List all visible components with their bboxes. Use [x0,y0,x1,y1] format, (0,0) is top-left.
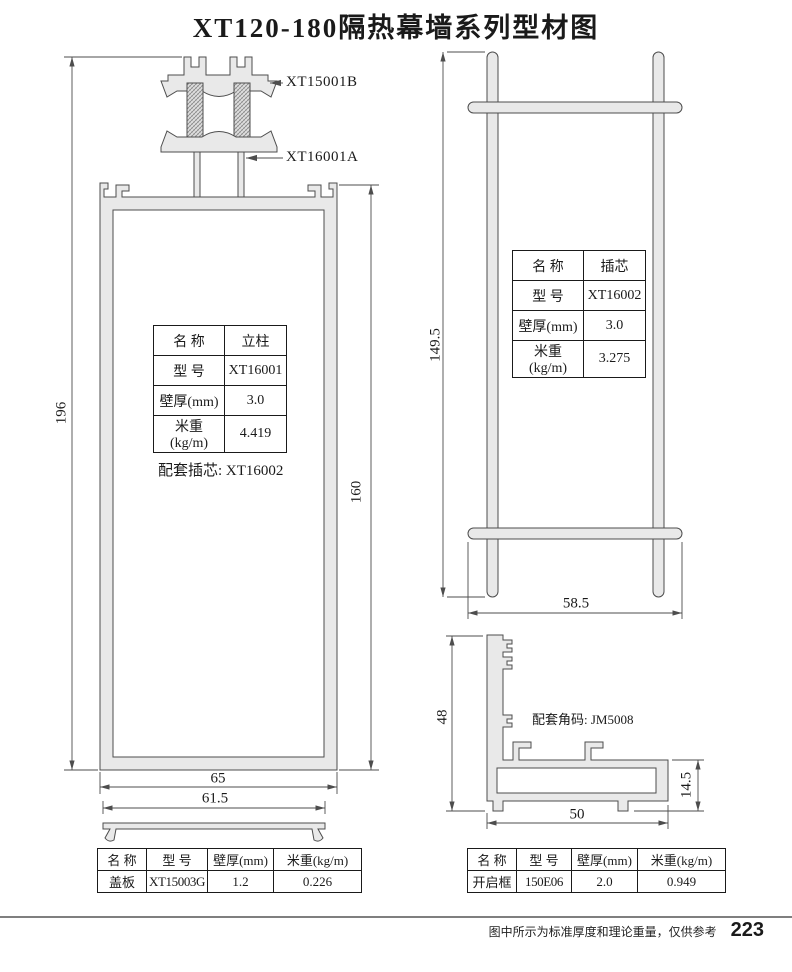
spec-label: 型 号 [512,280,584,311]
table-header-row: 名 称 型 号 壁厚(mm) 米重(kg/m) [467,848,726,871]
table-header-row: 名 称 型 号 壁厚(mm) 米重(kg/m) [97,848,363,871]
opening-frame-spec-table: 名 称 型 号 壁厚(mm) 米重(kg/m) 开启框 150E06 2.0 0… [467,848,726,893]
cover-plate-spec-table: 名 称 型 号 壁厚(mm) 米重(kg/m) 盖板 XT15003G 1.2 … [97,848,363,893]
spec-value: 立柱 [224,325,287,356]
spec-label: 名 称 [512,250,584,281]
spec-value: 3.0 [224,385,287,416]
col-header-model: 型 号 [516,848,572,871]
note-matching-corner-code: 配套角码: JM5008 [532,712,634,727]
col-header-thickness: 壁厚(mm) [571,848,638,871]
spec-value: 4.419 [224,415,287,453]
spec-label: 米重(kg/m) [153,415,225,453]
spec-value: 3.0 [583,310,646,341]
callout-label-cap: XT15001B [286,74,358,90]
col-header-name: 名 称 [467,848,517,871]
dim-label-48: 48 [434,709,451,725]
page-number: 223 [730,919,764,941]
table-row: 米重(kg/m) 4.419 [153,415,287,453]
mullion-profile-shape [99,56,338,842]
dim-label-196: 196 [53,401,70,425]
spec-value: 3.275 [583,340,646,378]
footer: 图中所示为标准厚度和理论重量，仅供参考 223 [489,919,764,942]
cell-weight: 0.949 [637,870,726,893]
col-header-name: 名 称 [97,848,147,871]
neck-wall-right [237,151,245,198]
table-row: 型 号 XT16001 [153,355,287,386]
spec-label: 壁厚(mm) [512,310,584,341]
cell-name: 开启框 [467,870,517,893]
table-row: 壁厚(mm) 3.0 [512,310,646,341]
cell-model: 150E06 [516,870,572,893]
opening-frame-cavity [496,767,657,794]
dim-label-149-5: 149.5 [427,328,444,362]
cell-model: XT15003G [145,870,209,893]
neck-wall-left [193,151,201,198]
spec-label: 米重(kg/m) [512,340,584,378]
thermal-strip-left [186,82,204,144]
insert-profile-shape [467,51,683,598]
cover-plate-path [102,822,326,842]
table-row: 盖板 XT15003G 1.2 0.226 [97,870,363,893]
dim-label-61-5: 61.5 [201,790,229,807]
table-row: 开启框 150E06 2.0 0.949 [467,870,726,893]
callout-label-body: XT16001A [286,149,359,165]
spec-label: 型 号 [153,355,225,386]
dim-label-160: 160 [348,480,365,504]
page-title: XT120-180隔热幕墙系列型材图 [192,13,600,43]
opening-frame-path [486,634,669,812]
cap-profile-path [160,56,278,98]
col-header-weight: 米重(kg/m) [637,848,726,871]
dim-label-14-5: 14.5 [678,771,695,799]
receiver-path [160,130,278,153]
opening-frame-profile-shape [486,634,669,812]
note-matching-insert: 配套插芯: XT16002 [158,463,284,479]
spec-label: 壁厚(mm) [153,385,225,416]
insert-spec-table: 名 称 插芯 型 号 XT16002 壁厚(mm) 3.0 米重(kg/m) 3… [512,250,646,378]
thermal-strip-right [233,82,251,144]
table-row: 壁厚(mm) 3.0 [153,385,287,416]
dim-label-58-5: 58.5 [562,595,590,612]
dimension-linework [64,51,704,829]
callout-leaders [246,79,283,162]
dim-label-65: 65 [210,770,226,787]
insert-vbar-left [486,51,499,598]
mullion-spec-table: 名 称 立柱 型 号 XT16001 壁厚(mm) 3.0 米重(kg/m) 4… [153,325,287,453]
col-header-weight: 米重(kg/m) [273,848,363,871]
col-header-thickness: 壁厚(mm) [207,848,275,871]
insert-hbar-bottom [467,527,683,540]
spec-value: 插芯 [583,250,646,281]
table-row: 名 称 插芯 [512,250,646,281]
dim-label-50: 50 [569,806,585,823]
insert-hbar-top [467,101,683,114]
table-row: 型 号 XT16002 [512,280,646,311]
mullion-body-path [99,182,338,771]
cell-thickness: 1.2 [207,870,275,893]
cell-name: 盖板 [97,870,147,893]
spec-value: XT16002 [583,280,646,311]
footer-divider [0,916,792,918]
col-header-model: 型 号 [145,848,209,871]
spec-label: 名 称 [153,325,225,356]
table-row: 米重(kg/m) 3.275 [512,340,646,378]
insert-vbar-right [652,51,665,598]
table-row: 名 称 立柱 [153,325,287,356]
footer-note: 图中所示为标准厚度和理论重量，仅供参考 [488,925,717,939]
cell-thickness: 2.0 [571,870,638,893]
spec-value: XT16001 [224,355,287,386]
cell-weight: 0.226 [273,870,363,893]
